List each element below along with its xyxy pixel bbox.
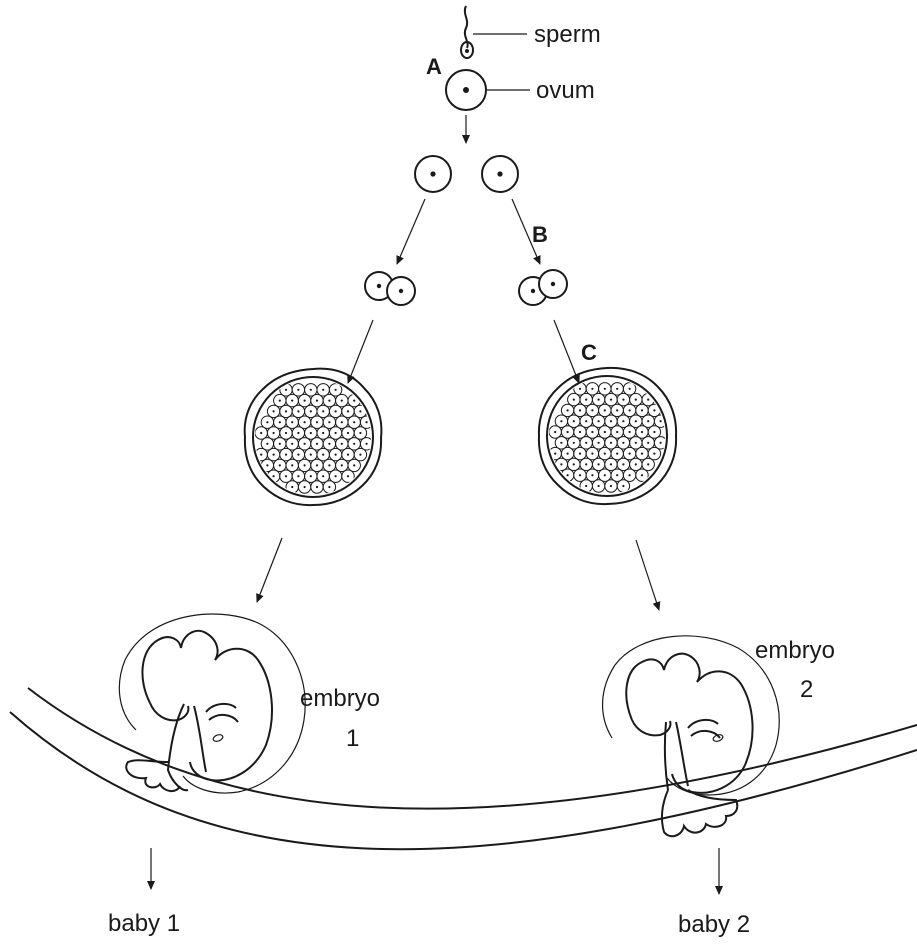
two-cell-stage-right — [519, 270, 567, 305]
cell-ball-left — [245, 369, 382, 505]
label-ovum: ovum — [536, 77, 595, 104]
label-embryo-2-word: embryo — [755, 637, 835, 664]
ovum-cell — [446, 70, 486, 110]
label-embryo-1-word: embryo — [300, 685, 380, 712]
cell-ball-right — [539, 368, 676, 504]
label-baby-2: baby 2 — [678, 911, 750, 938]
arrow-right-to-embryo — [636, 540, 659, 610]
embryo-2-illustration — [603, 636, 780, 836]
label-sperm: sperm — [534, 21, 601, 48]
arrow-right-to-cell-ball — [554, 320, 579, 383]
label-baby-1: baby 1 — [108, 910, 180, 937]
label-stage-a: A — [426, 54, 442, 79]
arrow-left-to-two-cell — [397, 199, 425, 264]
label-stage-b: B — [532, 222, 548, 247]
uterine-wall — [10, 688, 917, 849]
label-stage-c: C — [581, 340, 597, 365]
two-cell-stage-left — [365, 272, 415, 305]
arrow-left-to-embryo — [257, 538, 282, 602]
arrow-left-to-cell-ball — [348, 320, 373, 383]
split-cell-right — [482, 156, 518, 192]
label-embryo-1-number: 1 — [346, 725, 359, 752]
sperm-cell — [461, 6, 473, 58]
label-embryo-2-number: 2 — [800, 676, 813, 703]
embryo-1-illustration — [119, 614, 305, 793]
split-cell-left — [415, 156, 451, 192]
